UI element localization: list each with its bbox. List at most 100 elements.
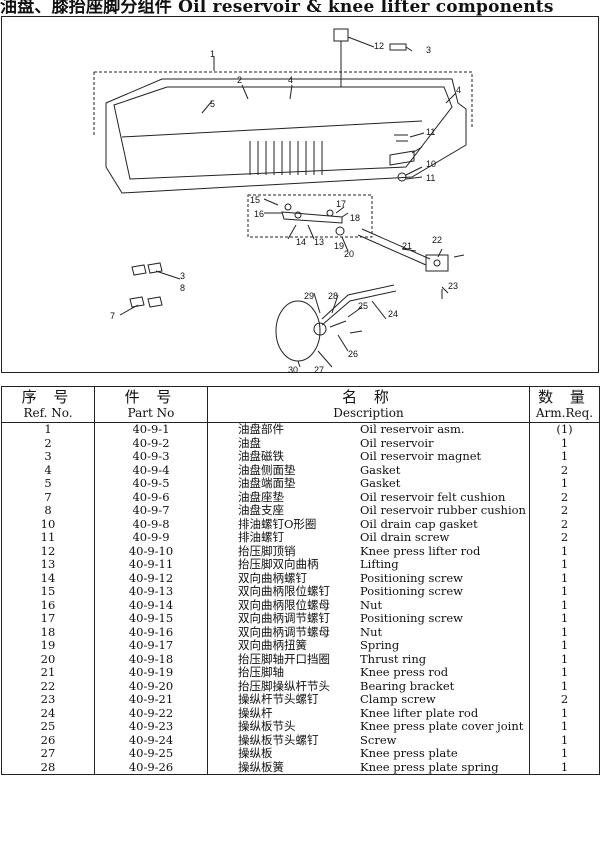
lifter-rod-cap xyxy=(333,28,349,42)
description-cn: 抬压脚轴开口挡圈 xyxy=(238,652,330,666)
description-cn: 双向曲柄调节螺母 xyxy=(238,625,330,639)
description-en: Knee press plate spring xyxy=(360,760,499,774)
part-no-cell: 40-9-11 xyxy=(94,558,208,572)
part-no-cell: 40-9-3 xyxy=(94,450,208,464)
callout-label: 13 xyxy=(314,237,324,247)
description-cn: 油盘端面垫 xyxy=(238,477,296,490)
quantity-cell: 2 xyxy=(529,490,600,504)
part-no-cell: 40-9-12 xyxy=(94,571,208,585)
part-no-cell: 40-9-9 xyxy=(94,531,208,545)
description-cn: 双向曲柄调节螺钉 xyxy=(238,612,330,625)
ref-no-cell: 22 xyxy=(1,679,95,693)
ref-no-cell: 27 xyxy=(1,747,95,761)
part-no-header-en: Part No xyxy=(127,406,175,420)
part-no-cell: 40-9-7 xyxy=(94,504,208,518)
quantity-cell: 1 xyxy=(529,544,600,558)
part-no-cell: 40-9-8 xyxy=(94,517,208,531)
ref-no-header-en: Ref. No. xyxy=(23,406,73,420)
ref-no-cell: 5 xyxy=(1,477,95,491)
description-cn: 油盘支座 xyxy=(238,504,284,517)
description-cell: 双向曲柄调节螺母 Nut xyxy=(207,625,530,639)
callout-labels: 1 2 3 3 4 4 5 7 8 10 11 11 12 13 14 15 1… xyxy=(110,41,461,374)
quantity-cell: 1 xyxy=(529,747,600,761)
ref-no-cell: 17 xyxy=(1,612,95,626)
description-cn: 油盘侧面垫 xyxy=(238,463,296,477)
description-cn: 排油螺钉 xyxy=(238,531,284,544)
callout-label: 28 xyxy=(328,291,338,301)
callout-label: 25 xyxy=(358,301,368,311)
ref-no-cell: 24 xyxy=(1,706,95,720)
ref-no-cell: 20 xyxy=(1,652,95,666)
description-en: Oil drain screw xyxy=(360,531,450,544)
part-no-cell: 40-9-14 xyxy=(94,598,208,612)
quantity-cell: 1 xyxy=(529,612,600,626)
description-en: Screw xyxy=(360,733,397,747)
description-cn: 抬压脚顶销 xyxy=(238,544,296,558)
ref-no-cell: 12 xyxy=(1,544,95,558)
description-cn: 操纵板节头 xyxy=(238,720,296,733)
callout-label: 20 xyxy=(344,249,354,259)
quantity-cell: 1 xyxy=(529,666,600,680)
description-cn: 双向曲柄限位螺钉 xyxy=(238,585,330,598)
description-cn: 抬压脚操纵杆节头 xyxy=(238,679,330,693)
description-cell: 油盘座垫 Oil reservoir felt cushion xyxy=(207,490,530,504)
description-cn: 抬压脚双向曲柄 xyxy=(238,558,319,571)
description-en: Nut xyxy=(360,625,383,639)
ref-no-cell: 4 xyxy=(1,463,95,477)
part-no-cell: 40-9-23 xyxy=(94,720,208,734)
parts-table: 序 号 Ref. No. 件 号 Part No 名 称 Description… xyxy=(1,386,600,775)
description-cn: 油盘 xyxy=(238,436,261,450)
quantity-header: 数 量 Arm.Req. xyxy=(529,386,600,423)
description-en: Oil reservoir felt cushion xyxy=(360,490,506,504)
description-en: Positioning screw xyxy=(360,571,463,585)
quantity-cell: 2 xyxy=(529,517,600,531)
callout-label: 12 xyxy=(374,41,384,51)
quantity-cell: 1 xyxy=(529,760,600,775)
description-header: 名 称 Description xyxy=(207,386,530,423)
page-title: 油盘、膝抬座脚分组件 Oil reservoir & knee lifter c… xyxy=(0,0,554,17)
description-cn: 双向曲柄扭簧 xyxy=(238,639,307,652)
quantity-cell: 1 xyxy=(529,450,600,464)
description-en: Knee lifter plate rod xyxy=(360,706,479,720)
ref-no-cell: 28 xyxy=(1,760,95,775)
description-en: Oil reservoir xyxy=(360,436,434,450)
ref-no-cell: 11 xyxy=(1,531,95,545)
part-no-cell: 40-9-19 xyxy=(94,666,208,680)
quantity-cell: (1) xyxy=(529,422,600,437)
callout-label: 23 xyxy=(448,281,458,291)
ref-no-cell: 2 xyxy=(1,436,95,450)
ref-no-header-cn: 序 号 xyxy=(21,388,75,406)
quantity-cell: 2 xyxy=(529,463,600,477)
description-cn: 油盘座垫 xyxy=(238,490,284,504)
part-no-cell: 40-9-21 xyxy=(94,693,208,707)
quantity-cell: 1 xyxy=(529,558,600,572)
part-no-cell: 40-9-26 xyxy=(94,760,208,775)
ref-no-cell: 14 xyxy=(1,571,95,585)
part-no-cell: 40-9-18 xyxy=(94,652,208,666)
quantity-cell: 1 xyxy=(529,733,600,747)
quantity-header-en: Arm.Req. xyxy=(535,406,594,420)
quantity-cell: 1 xyxy=(529,477,600,491)
ref-no-cell: 10 xyxy=(1,517,95,531)
